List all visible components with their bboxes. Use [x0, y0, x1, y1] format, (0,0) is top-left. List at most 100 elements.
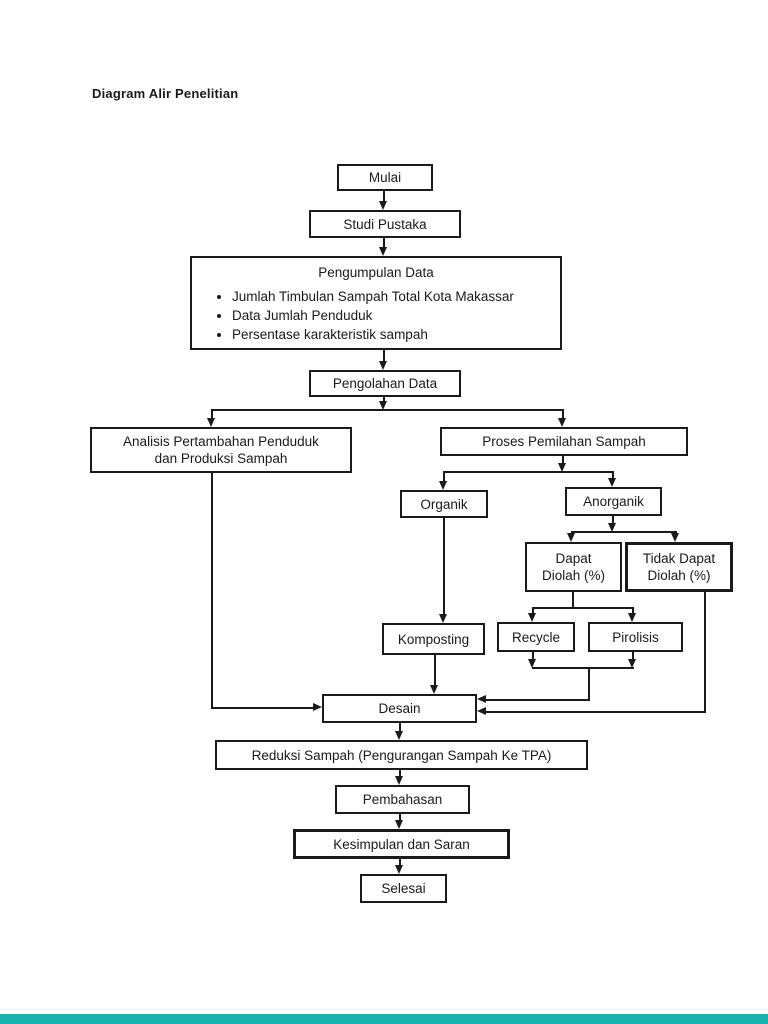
- flow-arrowhead: [379, 247, 387, 256]
- bullet-item: Data Jumlah Penduduk: [232, 308, 514, 324]
- node-analisis-pertambahan: Analisis Pertambahan Penduduk dan Produk…: [90, 427, 352, 473]
- node-label-line: dan Produksi Sampah: [154, 451, 288, 466]
- flow-line: [443, 471, 614, 473]
- flow-arrowhead: [477, 707, 486, 715]
- flow-arrowhead: [439, 614, 447, 623]
- node-label: Komposting: [397, 631, 470, 647]
- flow-arrowhead: [439, 481, 447, 490]
- node-label: Mulai: [368, 170, 402, 185]
- node-label-line: Analisis Pertambahan Penduduk: [123, 434, 319, 449]
- flow-line: [211, 411, 213, 419]
- flow-arrowhead: [395, 731, 403, 740]
- node-desain: Desain: [322, 694, 477, 723]
- flow-line: [486, 699, 590, 701]
- flow-line: [399, 723, 401, 733]
- node-label-line: Diolah (%): [647, 568, 711, 583]
- flow-arrowhead: [379, 201, 387, 210]
- flow-line: [399, 859, 401, 867]
- flow-line: [632, 652, 634, 660]
- flow-arrowhead: [379, 361, 387, 370]
- node-komposting: Komposting: [382, 623, 485, 655]
- flow-arrowhead: [477, 695, 486, 703]
- flow-line: [211, 707, 313, 709]
- flow-line: [612, 473, 614, 479]
- flow-line: [572, 592, 574, 608]
- node-label: Studi Pustaka: [343, 216, 427, 232]
- node-pembahasan: Pembahasan: [335, 785, 470, 814]
- flow-line: [399, 770, 401, 778]
- flow-arrowhead: [608, 478, 616, 487]
- node-label: Pembahasan: [362, 792, 443, 807]
- flow-line: [211, 473, 213, 708]
- flow-line: [612, 516, 614, 524]
- flow-line: [532, 667, 634, 669]
- flow-arrowhead: [430, 685, 438, 694]
- node-selesai: Selesai: [360, 874, 447, 903]
- flow-line: [383, 397, 385, 403]
- flow-line: [383, 350, 385, 362]
- viewer-bottom-bar: [0, 1014, 768, 1024]
- flow-arrowhead: [207, 418, 215, 427]
- flow-line: [383, 238, 385, 248]
- flow-line: [562, 411, 564, 419]
- flow-line: [399, 814, 401, 822]
- flow-line: [532, 609, 534, 614]
- flow-line: [443, 473, 445, 482]
- flow-arrowhead: [528, 659, 536, 668]
- flow-arrowhead: [395, 776, 403, 785]
- node-label: Desain: [378, 701, 421, 716]
- flow-line: [434, 655, 436, 687]
- node-pengumpulan-data: Pengumpulan Data Jumlah Timbulan Sampah …: [190, 256, 562, 350]
- node-label: Recycle: [511, 629, 560, 645]
- node-label-line: Diolah (%): [541, 568, 606, 583]
- node-studi-pustaka: Studi Pustaka: [309, 210, 461, 238]
- node-tidak-dapat-diolah: Tidak Dapat Diolah (%): [625, 542, 733, 592]
- flow-arrowhead: [395, 820, 403, 829]
- node-label: Reduksi Sampah (Pengurangan Sampah Ke TP…: [251, 747, 552, 763]
- flow-line: [532, 652, 534, 660]
- node-label: Organik: [420, 496, 468, 512]
- flow-arrowhead: [379, 401, 387, 410]
- flow-arrowhead: [671, 533, 679, 542]
- flow-line: [532, 607, 634, 609]
- node-proses-pemilahan: Proses Pemilahan Sampah: [440, 427, 688, 456]
- flow-line: [588, 669, 590, 700]
- node-label: Proses Pemilahan Sampah: [482, 434, 646, 449]
- flow-line: [571, 531, 677, 533]
- node-pengolahan-data: Pengolahan Data: [309, 370, 461, 397]
- node-organik: Organik: [400, 490, 488, 518]
- node-dapat-diolah: Dapat Diolah (%): [525, 542, 622, 592]
- page-title: Diagram Alir Penelitian: [92, 86, 239, 101]
- node-title: Pengumpulan Data: [318, 265, 434, 280]
- flow-arrowhead: [558, 463, 566, 472]
- node-mulai: Mulai: [337, 164, 433, 191]
- node-pirolisis: Pirolisis: [588, 622, 683, 652]
- node-label: Kesimpulan dan Saran: [333, 836, 470, 852]
- node-kesimpulan: Kesimpulan dan Saran: [293, 829, 510, 859]
- node-reduksi-sampah: Reduksi Sampah (Pengurangan Sampah Ke TP…: [215, 740, 588, 770]
- flow-arrowhead: [313, 703, 322, 711]
- flow-line: [632, 609, 634, 614]
- flow-arrowhead: [567, 533, 575, 542]
- flow-arrowhead: [558, 418, 566, 427]
- flow-arrowhead: [528, 613, 536, 622]
- flow-line: [443, 518, 445, 615]
- flow-line: [383, 190, 385, 202]
- node-label: Anorganik: [583, 494, 644, 509]
- node-anorganik: Anorganik: [565, 487, 662, 516]
- flow-arrowhead: [628, 613, 636, 622]
- node-label: Pengolahan Data: [332, 376, 438, 391]
- node-recycle: Recycle: [497, 622, 575, 652]
- flow-line: [704, 592, 706, 712]
- flow-line: [562, 456, 564, 465]
- flow-line: [211, 409, 564, 411]
- bullet-item: Jumlah Timbulan Sampah Total Kota Makass…: [232, 289, 514, 305]
- bullet-list: Jumlah Timbulan Sampah Total Kota Makass…: [192, 289, 514, 346]
- bullet-item: Persentase karakteristik sampah: [232, 327, 514, 343]
- flow-arrowhead: [628, 659, 636, 668]
- flow-line: [486, 711, 706, 713]
- node-label-line: Tidak Dapat: [642, 551, 716, 566]
- node-label: Selesai: [381, 881, 426, 896]
- flow-arrowhead: [608, 523, 616, 532]
